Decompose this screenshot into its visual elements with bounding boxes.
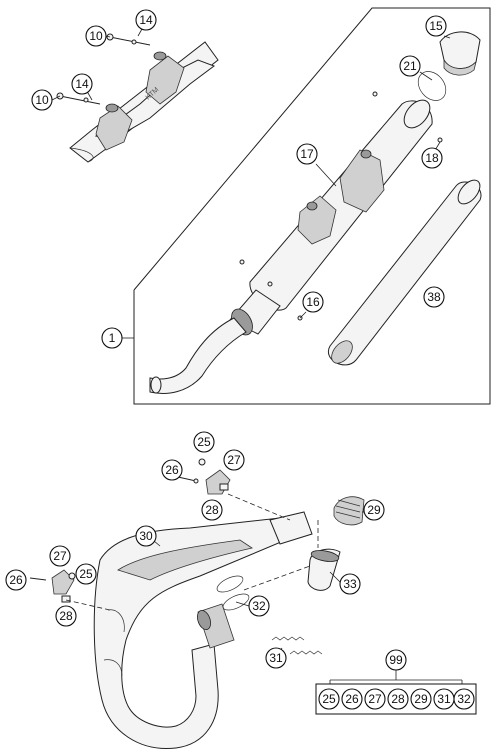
callout-14a: 14 [135,9,157,31]
svg-text:31: 31 [269,651,283,665]
svg-text:27: 27 [227,453,241,467]
svg-text:29: 29 [367,503,381,517]
callout-14b: 14 [71,73,93,95]
callout-26b: 26 [5,569,27,591]
callout-32: 32 [248,595,270,617]
svg-text:26: 26 [345,692,359,706]
callout-1: 1 [101,327,123,349]
callout-38: 38 [423,286,445,308]
svg-text:30: 30 [139,529,153,543]
kit-item: 29 [410,688,432,710]
svg-text:17: 17 [300,147,314,161]
svg-text:25: 25 [197,435,211,449]
callout-25a: 25 [193,431,215,453]
svg-text:28: 28 [205,503,219,517]
svg-text:16: 16 [306,295,320,309]
kit-item: 31 [433,688,455,710]
silencer-illustration [149,31,482,394]
callout-26a: 26 [161,459,183,481]
callout-29: 29 [363,499,385,521]
callout-99: 99 [385,649,407,671]
svg-text:28: 28 [59,609,73,623]
svg-text:38: 38 [427,290,441,304]
svg-text:15: 15 [429,19,443,33]
callout-27a: 27 [223,449,245,471]
svg-text:99: 99 [389,653,403,667]
callout-27b: 27 [49,545,71,567]
callout-18: 18 [421,147,443,169]
callout-28a: 28 [201,499,223,521]
callout-25b: 25 [75,563,97,585]
callout-33: 33 [339,573,361,595]
kit-item: 26 [341,688,363,710]
kit-item: 25 [318,688,340,710]
svg-text:25: 25 [322,692,336,706]
svg-text:14: 14 [75,77,89,91]
kit-item: 32 [453,688,475,710]
svg-text:27: 27 [53,549,67,563]
exhaust-pipe-illustration [29,458,365,750]
svg-text:28: 28 [391,692,405,706]
callout-17: 17 [296,143,318,165]
svg-text:32: 32 [252,599,266,613]
svg-text:27: 27 [368,692,382,706]
svg-text:21: 21 [403,59,417,73]
callout-21: 21 [399,55,421,77]
svg-text:18: 18 [425,151,439,165]
svg-text:32: 32 [457,692,471,706]
callout-31: 31 [265,647,287,669]
callout-30: 30 [135,525,157,547]
svg-text:26: 26 [9,573,23,587]
svg-text:31: 31 [437,692,451,706]
callout-15: 15 [425,15,447,37]
svg-text:29: 29 [414,692,428,706]
callout-10a: 10 [85,25,107,47]
svg-text:10: 10 [35,93,49,107]
svg-text:33: 33 [343,577,357,591]
kit-item: 27 [364,688,386,710]
svg-text:25: 25 [79,567,93,581]
callout-10b: 10 [31,89,53,111]
svg-text:26: 26 [165,463,179,477]
clamp-detail-illustration: KTM [56,33,219,163]
kit-item: 28 [387,688,409,710]
callout-16: 16 [302,291,324,313]
svg-text:10: 10 [89,29,103,43]
svg-text:1: 1 [109,331,116,345]
callout-28b: 28 [55,605,77,627]
silencer-group-frame [133,7,491,405]
svg-text:14: 14 [139,13,153,27]
